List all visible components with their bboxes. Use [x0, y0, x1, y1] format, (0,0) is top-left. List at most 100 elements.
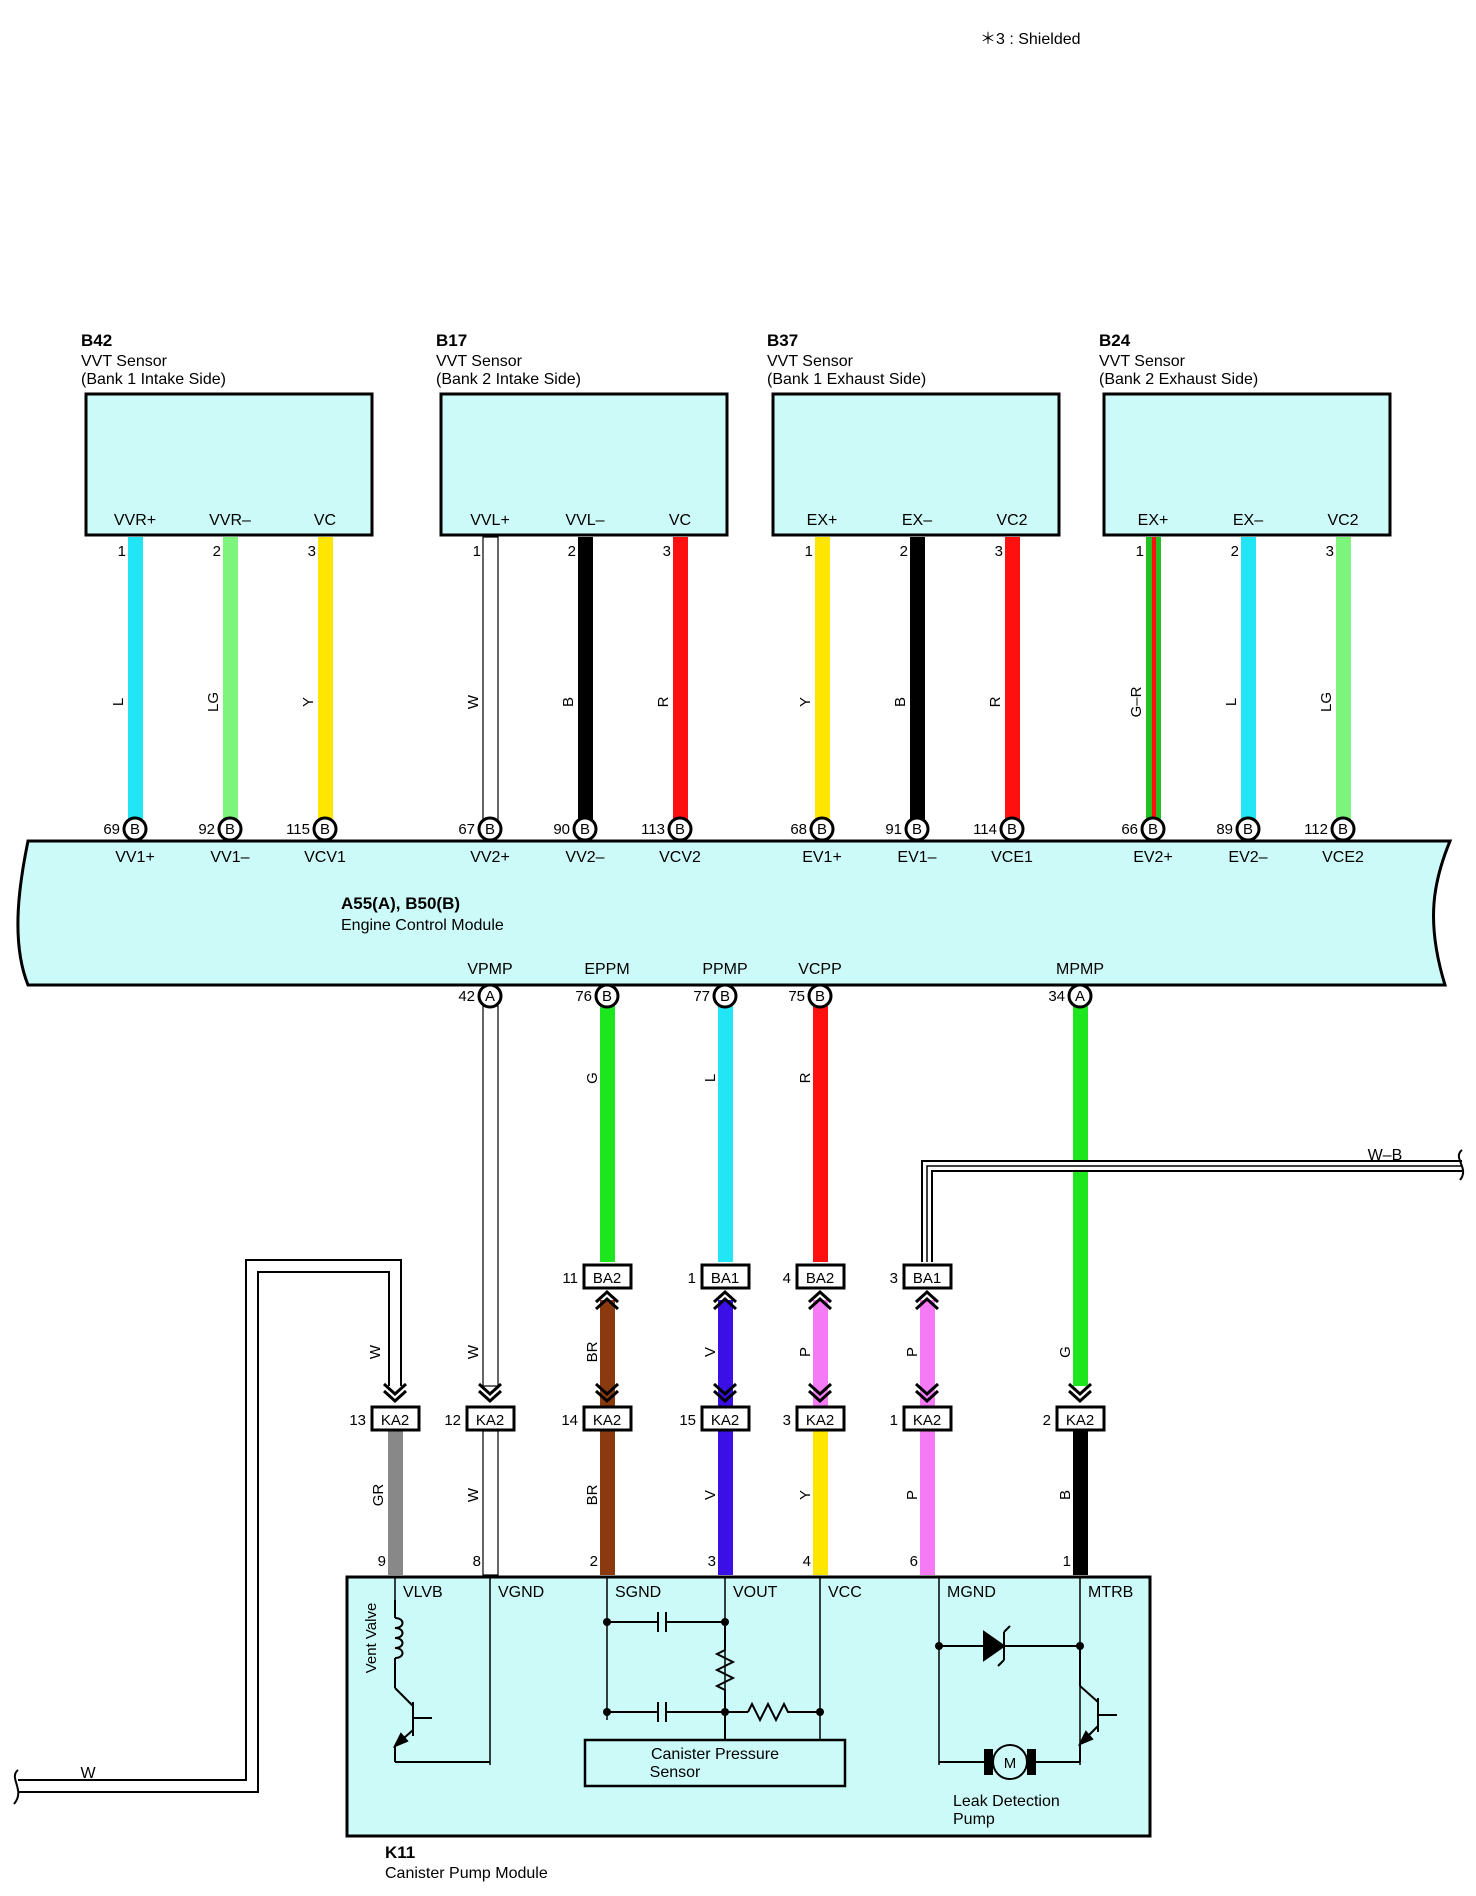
wire: [1073, 1006, 1088, 1386]
ecm-terminal: VCE1: [991, 849, 1033, 866]
pin-number: 6: [910, 1553, 918, 1570]
pin-number: 90: [553, 821, 570, 838]
ecm-terminal: VV1+: [115, 849, 155, 866]
ka-connector: KA2 12: [444, 1405, 516, 1432]
wire: [318, 537, 333, 828]
sensor-b42: B42 VVT Sensor (Bank 1 Intake Side) VVR+…: [81, 331, 374, 537]
pump-label: Leak Detection: [953, 1793, 1060, 1810]
wire-code: LG: [205, 692, 222, 712]
pin-number: 15: [679, 1412, 696, 1429]
wire: [482, 1430, 499, 1576]
mid-wire-codes: W W BR V P P G: [367, 1341, 1074, 1362]
k11-pin-numbers: 9 8 2 3 4 6 1: [378, 1553, 1071, 1570]
wire: [1073, 1431, 1088, 1575]
connector-letter: B: [912, 821, 922, 838]
ecm-box: [16, 839, 1453, 987]
sensor-name: VVT Sensor: [81, 353, 168, 370]
ecm-pin: B 66 EV2+: [1121, 816, 1173, 866]
sensor-name: VVT Sensor: [436, 353, 523, 370]
wire: [223, 537, 238, 828]
connector-letter: B: [1148, 821, 1158, 838]
ecm-terminal: VV1–: [210, 849, 249, 866]
ecm-pin: B 112 VCE2: [1304, 816, 1364, 866]
pin-number: 14: [561, 1412, 578, 1429]
sensor-terminal: VC: [669, 512, 691, 529]
pin-number: 13: [349, 1412, 366, 1429]
pin-number: 8: [473, 1553, 481, 1570]
sensor-name: VVT Sensor: [767, 353, 854, 370]
wire: [482, 1005, 499, 1387]
wire: [600, 1300, 615, 1424]
wire-code: BR: [584, 1341, 601, 1362]
ecm-pin: B 76: [575, 983, 620, 1009]
ecm-pin: A 34: [1048, 983, 1093, 1009]
wire: [813, 1300, 828, 1424]
connector-letter: B: [815, 988, 825, 1005]
connector-letter: B: [1243, 821, 1253, 838]
pin-number: 3: [783, 1412, 791, 1429]
ecm-pin: B 68 EV1+: [790, 816, 842, 866]
sensor-id: B24: [1099, 331, 1131, 350]
sensor-terminal: EX+: [1138, 512, 1169, 529]
pin-number: 113: [641, 821, 665, 838]
wire-code: R: [797, 1072, 814, 1083]
ecm-pin: B 91 EV1–: [885, 816, 937, 866]
k11-terminal: SGND: [615, 1584, 661, 1601]
connector-name: KA2: [711, 1412, 739, 1429]
pin-number: 3: [890, 1270, 898, 1287]
wire-code: L: [1223, 698, 1240, 706]
connector-letter: B: [225, 821, 235, 838]
ecm-lower-terminals: VPMP EPPM PPMP VCPP MPMP: [467, 961, 1104, 978]
sensor-terminal: VC: [314, 512, 336, 529]
pump-label: Pump: [953, 1811, 995, 1828]
ecm-terminal: VCV1: [304, 849, 346, 866]
pin-number: 66: [1121, 821, 1138, 838]
wire-code: W: [367, 1344, 384, 1359]
ecm-pin: B 75: [788, 983, 833, 1009]
wire-code: LG: [1318, 692, 1335, 712]
wire: [718, 1300, 733, 1424]
pin-number: 1: [688, 1270, 696, 1287]
k11-terminal: MGND: [947, 1584, 996, 1601]
shielded-note: ＊3 : Shielded: [980, 31, 1081, 48]
pin-number: 92: [198, 821, 215, 838]
pin-number: 68: [790, 821, 807, 838]
connector-letter: B: [720, 988, 730, 1005]
ka-connector: KA2 14: [561, 1405, 633, 1432]
connector-name: KA2: [1066, 1412, 1094, 1429]
connector-letter: A: [485, 988, 495, 1005]
wire: [128, 537, 143, 828]
connector-name: BA1: [913, 1270, 941, 1287]
pin-number: 91: [885, 821, 902, 838]
sensor-id: B17: [436, 331, 467, 350]
pin-number: 69: [103, 821, 120, 838]
k11-terminal: VGND: [498, 1584, 544, 1601]
ba-connector: BA2 11: [562, 1263, 633, 1311]
ka-connector: KA2 15: [679, 1405, 751, 1432]
wire: [910, 537, 925, 828]
ecm-pin: A 42: [458, 983, 503, 1009]
connector-name: KA2: [913, 1412, 941, 1429]
vent-valve: [392, 1600, 490, 1763]
ecm-terminal: EV1+: [802, 849, 842, 866]
ba-connectors: BA2 11 BA1 1 BA2 4 BA1 3: [562, 1263, 953, 1311]
ecm-terminal: EPPM: [584, 961, 629, 978]
sensor-b37: B37 VVT Sensor (Bank 1 Exhaust Side) EX+…: [767, 331, 1061, 537]
connector-name: KA2: [806, 1412, 834, 1429]
k11-id: K11: [385, 1843, 415, 1862]
pin-number: 114: [973, 821, 997, 838]
ecm-pin: B 113 VCV2: [641, 816, 701, 866]
ecm-terminal: PPMP: [702, 961, 747, 978]
pump-circuit: [939, 1625, 1117, 1780]
wire-code: R: [655, 696, 672, 707]
ecm-terminal: EV2–: [1228, 849, 1267, 866]
wire-code: G: [584, 1072, 601, 1084]
pin-number: 115: [286, 821, 310, 838]
ecm-terminal: EV1–: [897, 849, 936, 866]
connector-letter: B: [1007, 821, 1017, 838]
connector-letter: A: [1075, 988, 1085, 1005]
pin-number: 75: [788, 988, 805, 1005]
pin-number: 2: [1231, 543, 1239, 560]
connector-letter: B: [320, 821, 330, 838]
ka-connector: KA2 13: [349, 1405, 421, 1432]
